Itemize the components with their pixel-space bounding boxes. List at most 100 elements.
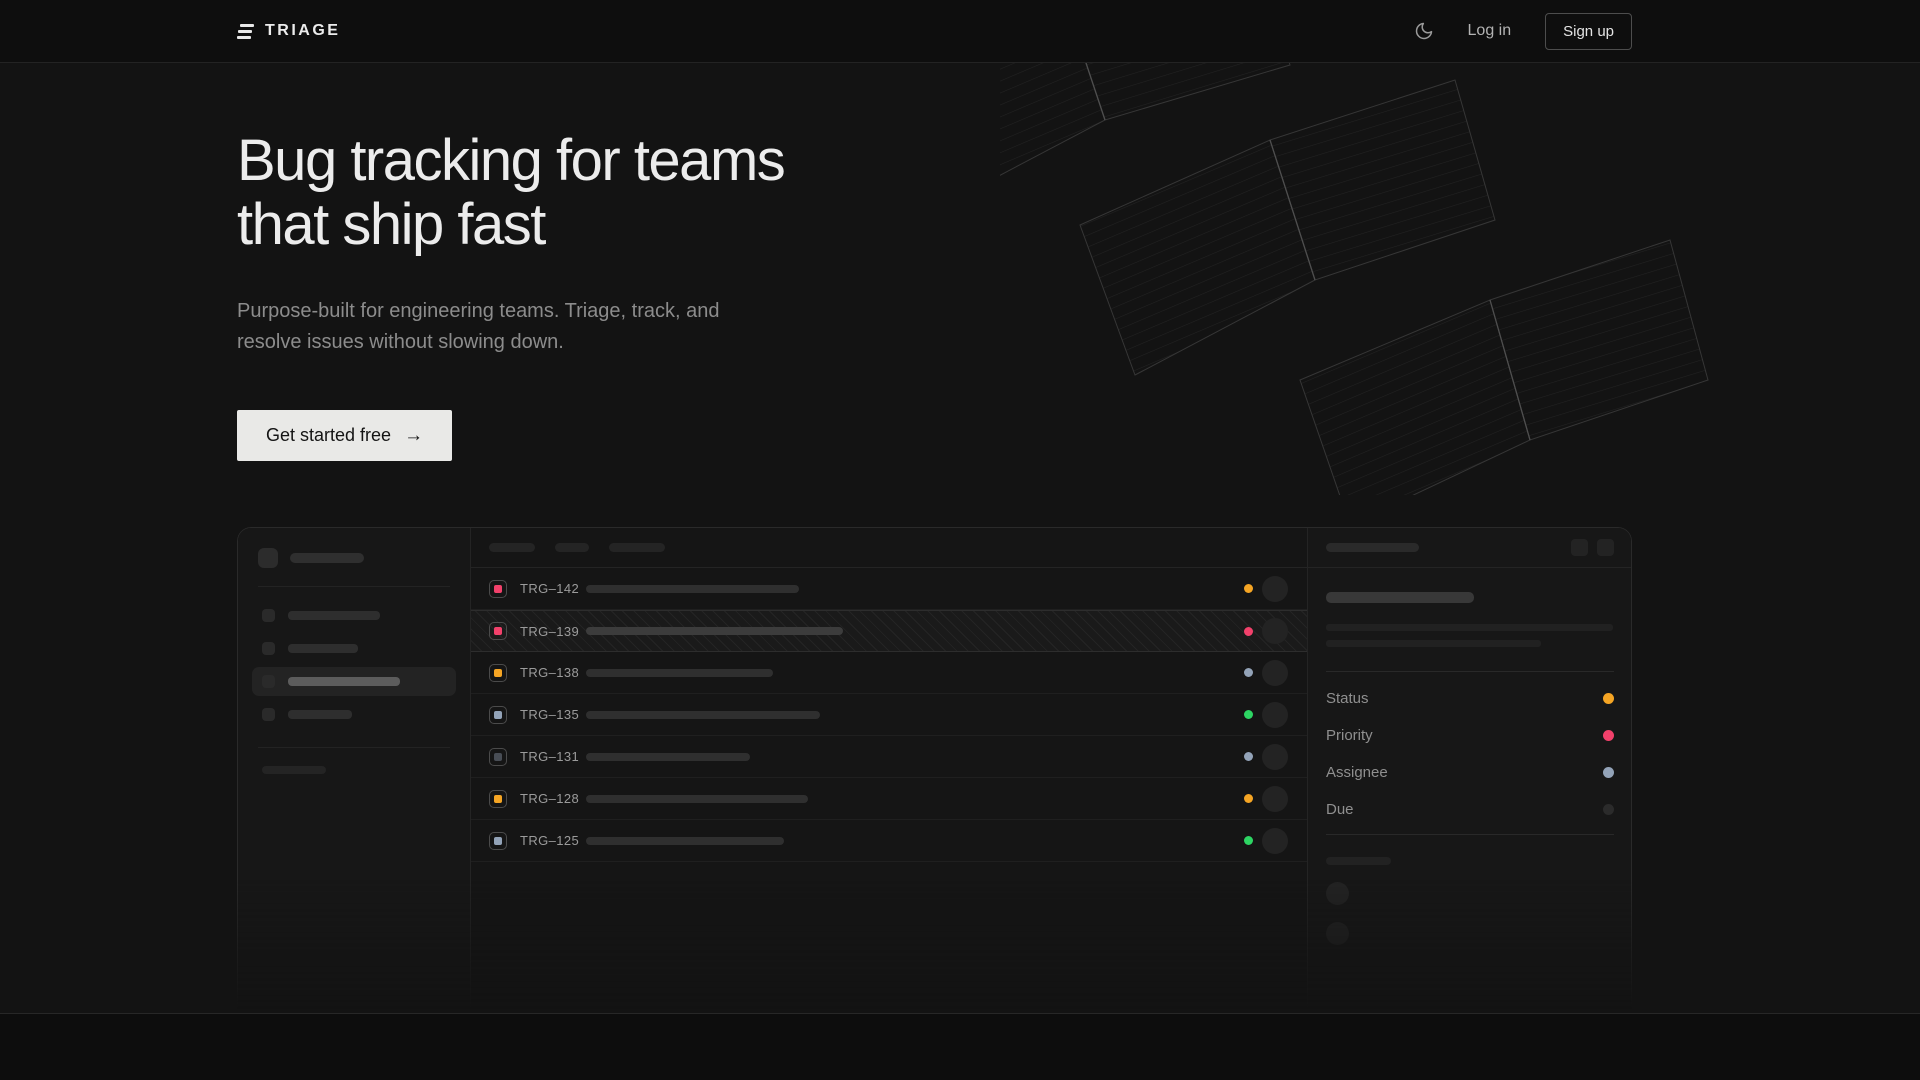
triage-logo-icon (237, 23, 254, 39)
detail-divider (1326, 834, 1614, 835)
issue-id: TRG–135 (520, 707, 580, 722)
sidebar-item-label-skeleton (288, 677, 400, 686)
hero-heading-line2: that ship fast (237, 192, 546, 258)
issue-assignee-avatar (1262, 701, 1288, 728)
comment-avatar-skeleton (1326, 882, 1349, 905)
filter-pill-skeleton (555, 543, 589, 552)
issue-title-skeleton (586, 668, 773, 677)
issue-assignee-avatar (1262, 618, 1288, 644)
sidebar-item-3-active[interactable] (252, 667, 456, 696)
issue-detail-panel: Status Priority Assignee Due (1308, 528, 1631, 1013)
issue-id: TRG–139 (520, 623, 580, 639)
issue-row[interactable]: TRG–138 (471, 652, 1307, 694)
issue-status-dot (1244, 836, 1253, 845)
issue-status-dot (1244, 668, 1253, 677)
signup-button[interactable]: Sign up (1545, 12, 1632, 50)
issue-type-icon (489, 579, 507, 598)
issue-status-dot (1244, 584, 1253, 593)
sidebar-item-4[interactable] (252, 700, 456, 729)
issue-row[interactable]: TRG–128 (471, 778, 1307, 820)
theme-toggle-moon-icon[interactable] (1414, 21, 1434, 41)
issue-type-icon (489, 789, 507, 808)
detail-action-button[interactable] (1597, 539, 1614, 556)
property-row[interactable]: Status (1326, 680, 1614, 717)
sidebar-item-2[interactable] (252, 634, 456, 663)
issue-list: TRG–142 TRG–139 TRG–138 TRG–135 TRG–131 … (471, 568, 1307, 862)
sidebar-item-label-skeleton (288, 644, 358, 653)
next-section-band (0, 1013, 1920, 1080)
detail-action-button[interactable] (1571, 539, 1588, 556)
sidebar-item-icon (262, 609, 275, 622)
get-started-button[interactable]: Get started free → (237, 409, 453, 461)
detail-header-actions (1571, 539, 1614, 556)
property-value-dot (1603, 693, 1614, 704)
activity-label-skeleton (1326, 857, 1391, 865)
issue-title-skeleton (586, 836, 784, 845)
sidebar-item-icon (262, 642, 275, 655)
app-mockup: TRG–142 TRG–139 TRG–138 TRG–135 TRG–131 … (237, 527, 1632, 1014)
property-value-dot (1603, 767, 1614, 778)
filter-pill-skeleton (489, 543, 535, 552)
detail-header (1308, 528, 1631, 568)
issue-id: TRG–138 (520, 665, 580, 680)
issue-type-icon (489, 747, 507, 766)
property-label: Assignee (1326, 764, 1388, 781)
issue-title-skeleton (586, 752, 750, 761)
issue-title-skeleton (586, 584, 799, 593)
workspace-name-skeleton (290, 553, 364, 563)
issue-assignee-avatar (1262, 743, 1288, 770)
sidebar-item-icon (262, 675, 275, 688)
sidebar-divider (258, 747, 450, 748)
issue-title-skeleton (586, 627, 843, 635)
property-label: Status (1326, 690, 1369, 707)
issue-type-icon (489, 831, 507, 850)
detail-divider (1326, 671, 1614, 672)
login-link[interactable]: Log in (1467, 22, 1512, 39)
issue-title-skeleton (586, 710, 820, 719)
property-row[interactable]: Assignee (1326, 754, 1614, 791)
sidebar-item-1[interactable] (252, 601, 456, 630)
issue-id: TRG–125 (520, 833, 580, 848)
issue-status-dot (1244, 710, 1253, 719)
issue-row[interactable]: TRG–125 (471, 820, 1307, 862)
property-value-dot (1603, 804, 1614, 815)
detail-title-skeleton (1326, 592, 1474, 603)
sidebar-item-icon (262, 708, 275, 721)
issue-assignee-avatar (1262, 827, 1288, 854)
detail-breadcrumb-skeleton (1326, 543, 1419, 552)
property-label: Due (1326, 801, 1354, 818)
sidebar-nav (252, 601, 456, 729)
workspace-avatar (258, 548, 278, 568)
hero-subtitle: Purpose-built for engineering teams. Tri… (237, 299, 720, 353)
issue-type-icon (489, 622, 507, 640)
sidebar-divider (258, 586, 450, 587)
issue-row[interactable]: TRG–131 (471, 736, 1307, 778)
issue-status-dot (1244, 752, 1253, 761)
property-row[interactable]: Due (1326, 791, 1614, 828)
issue-id: TRG–142 (520, 581, 580, 596)
issue-status-dot (1244, 626, 1253, 636)
detail-body: Status Priority Assignee Due (1308, 568, 1631, 945)
brand[interactable]: TRIAGE (237, 22, 340, 40)
hero-heading: Bug tracking for teams that ship fast (237, 128, 1137, 258)
issue-status-dot (1244, 794, 1253, 803)
property-value-dot (1603, 730, 1614, 741)
property-label: Priority (1326, 727, 1373, 744)
sidebar-section-label-skeleton (262, 766, 326, 774)
filter-pill-skeleton (609, 543, 665, 552)
sidebar-item-label-skeleton (288, 710, 352, 719)
issue-row[interactable]: TRG–139 (471, 610, 1307, 652)
issue-row[interactable]: TRG–142 (471, 568, 1307, 610)
comment-avatar-skeleton (1326, 922, 1349, 945)
workspace-switcher[interactable] (252, 548, 456, 568)
issue-row[interactable]: TRG–135 (471, 694, 1307, 736)
detail-description-skeleton (1326, 640, 1541, 647)
arrow-right-icon: → (404, 424, 424, 446)
issue-assignee-avatar (1262, 659, 1288, 686)
issue-id: TRG–131 (520, 749, 580, 764)
issue-title-skeleton (586, 794, 808, 803)
issue-type-icon (489, 663, 507, 682)
property-row[interactable]: Priority (1326, 717, 1614, 754)
issue-list-header (471, 528, 1307, 568)
detail-description-skeleton (1326, 624, 1613, 631)
